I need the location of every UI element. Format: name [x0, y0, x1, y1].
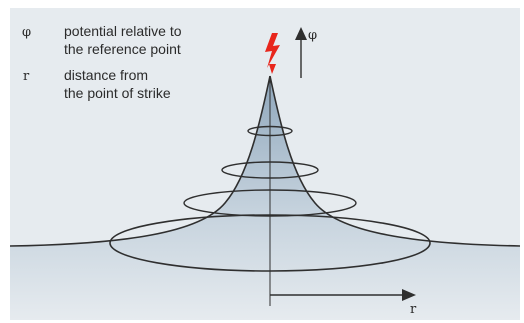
phi-axis-arrowhead	[295, 27, 307, 40]
legend-text-line1: potential relative to	[64, 23, 182, 39]
potential-curve-right	[269, 75, 520, 247]
legend-symbol: φ	[22, 25, 31, 40]
legend-text-line1: distance from	[64, 67, 148, 83]
legend-text-line2: the reference point	[64, 41, 181, 57]
potential-funnel-diagram: r φ φ potential relative to the referenc…	[10, 23, 520, 320]
potential-cone-fill	[10, 76, 520, 320]
legend-text-line2: the point of strike	[64, 85, 171, 101]
potential-curve-left	[10, 75, 271, 247]
legend-item-phi: φ potential relative to the reference po…	[22, 23, 182, 57]
phi-axis-label: φ	[308, 28, 317, 43]
diagram-panel: r φ φ potential relative to the referenc…	[10, 8, 520, 320]
r-axis-label: r	[410, 302, 417, 317]
lightning-bolt-icon	[265, 33, 280, 74]
legend: φ potential relative to the reference po…	[22, 23, 182, 101]
legend-item-r: r distance from the point of strike	[23, 67, 171, 101]
legend-symbol: r	[23, 69, 30, 84]
r-axis-arrowhead	[402, 289, 416, 301]
